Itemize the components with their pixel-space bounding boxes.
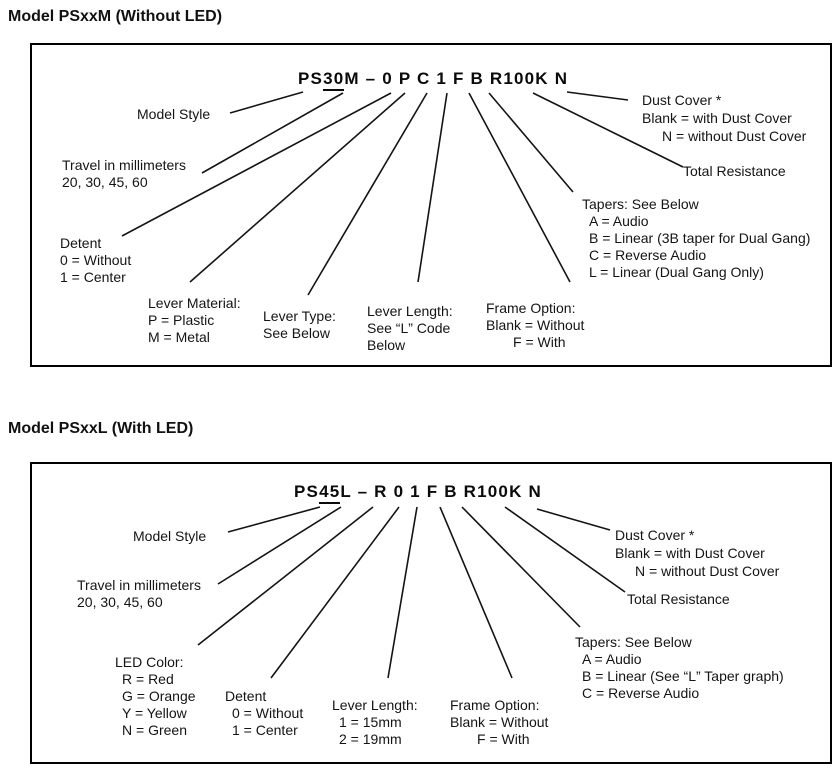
leader-line-lever-material (189, 92, 406, 283)
psxxm-diagram-box: PS30M – 0 P C 1 F B R100K N Model Style … (30, 43, 832, 367)
leader-line-frame-option (439, 506, 513, 679)
label-dust-cover: Dust Cover * Blank = with Dust Cover N =… (642, 92, 807, 144)
leader-line-travel (201, 92, 344, 174)
psxxl-diagram-box: PS45L – R 0 1 F B R100K N Model Style Tr… (30, 462, 832, 764)
label-frame-option: Frame Option: Blank = Without F = With (450, 697, 549, 747)
part-number-psxxm: PS30M – 0 P C 1 F B R100K N (298, 69, 569, 91)
part-suffix: L – R 0 1 F B R100K N (340, 482, 542, 501)
leader-line-tapers (461, 506, 581, 628)
label-lever-length: Lever Length: See “L” Code Below (367, 303, 453, 353)
leader-line-tapers (488, 92, 574, 193)
label-total-resistance: Total Resistance (683, 163, 786, 179)
label-led-color: LED Color: R = Red G = Orange Y = Yellow… (115, 654, 196, 738)
part-number-psxxl: PS45L – R 0 1 F B R100K N (294, 482, 542, 504)
label-detent: Detent 0 = Without 1 = Center (225, 688, 304, 738)
label-travel: Travel in millimeters 20, 30, 45, 60 (62, 157, 186, 190)
label-detent: Detent 0 = Without 1 = Center (60, 235, 132, 285)
leader-line-lever-type (307, 92, 428, 296)
part-prefix: PS (298, 69, 324, 88)
label-dust-cover: Dust Cover * Blank = with Dust Cover N =… (615, 527, 780, 579)
section-heading-psxxm: Model PSxxM (Without LED) (8, 8, 223, 25)
leader-line-travel (217, 506, 342, 585)
leader-line-lever-length (387, 506, 418, 679)
part-travel-code: 45 (319, 482, 341, 504)
label-frame-option: Frame Option: Blank = Without F = With (486, 300, 585, 350)
part-travel-code: 30 (323, 69, 345, 91)
section-heading-psxxl: Model PSxxL (With LED) (8, 420, 194, 437)
label-total-resistance: Total Resistance (627, 591, 730, 607)
label-tapers: Tapers: See Below A = Audio B = Linear (… (575, 634, 784, 701)
leader-line-total-resistance (504, 506, 626, 593)
label-lever-length: Lever Length: 1 = 15mm 2 = 19mm (332, 697, 418, 747)
part-suffix: M – 0 P C 1 F B R100K N (344, 69, 569, 88)
label-lever-material: Lever Material: P = Plastic M = Metal (148, 295, 241, 345)
leader-line-detent (270, 506, 400, 679)
label-tapers: Tapers: See Below A = Audio B = Linear (… (582, 196, 811, 280)
leader-line-led-color (197, 506, 374, 646)
leader-line-lever-length (417, 92, 448, 283)
leader-line-dust-cover (536, 508, 611, 531)
label-model-style: Model Style (137, 106, 211, 122)
label-travel: Travel in millimeters 20, 30, 45, 60 (77, 577, 201, 610)
label-lever-type: Lever Type: See Below (263, 308, 336, 341)
leader-line-model-style (227, 506, 321, 533)
leader-line-frame-option (468, 92, 571, 283)
leader-line-model-style (229, 91, 304, 114)
label-model-style: Model Style (133, 528, 207, 544)
leader-line-dust-cover (566, 91, 629, 101)
part-prefix: PS (294, 482, 320, 501)
